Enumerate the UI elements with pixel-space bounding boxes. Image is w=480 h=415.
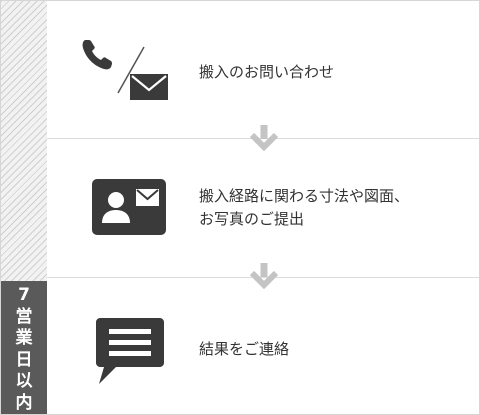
phone-mail-icon [82,40,168,100]
side-stripe [1,1,47,281]
step-label-line: お写真のご提出 [199,210,305,228]
step-label: 搬入経路に関わる寸法や図面、 お写真のご提出 [199,185,409,231]
step-submit-dimensions: 搬入経路に関わる寸法や図面、 お写真のご提出 [47,139,479,277]
side-badge-7-business-days: 7 営 業 日 以 内 [1,281,47,414]
step-inquiry: 搬入のお問い合わせ [47,1,479,138]
divider [47,277,479,278]
side-badge-char: 業 [15,328,33,348]
side-badge-char: 7 [18,285,30,305]
side-badge-char: 内 [15,392,33,413]
chat-bubble-icon [96,318,164,384]
step-label: 搬入のお問い合わせ [199,61,334,84]
step-label-line: 搬入経路に関わる寸法や図面、 [199,187,410,205]
step-result-notice: 結果をご連絡 [47,278,479,414]
arrow-down-icon [249,125,279,151]
step-label: 結果をご連絡 [199,338,289,361]
step-label-line: 結果をご連絡 [199,340,290,358]
side-badge-char: 以 [15,371,33,391]
side-badge-char: 日 [15,349,33,370]
contact-card-icon [92,179,166,235]
arrow-down-icon [249,263,279,289]
side-badge-char: 営 [15,306,33,327]
step-label-line: 搬入のお問い合わせ [199,63,335,81]
